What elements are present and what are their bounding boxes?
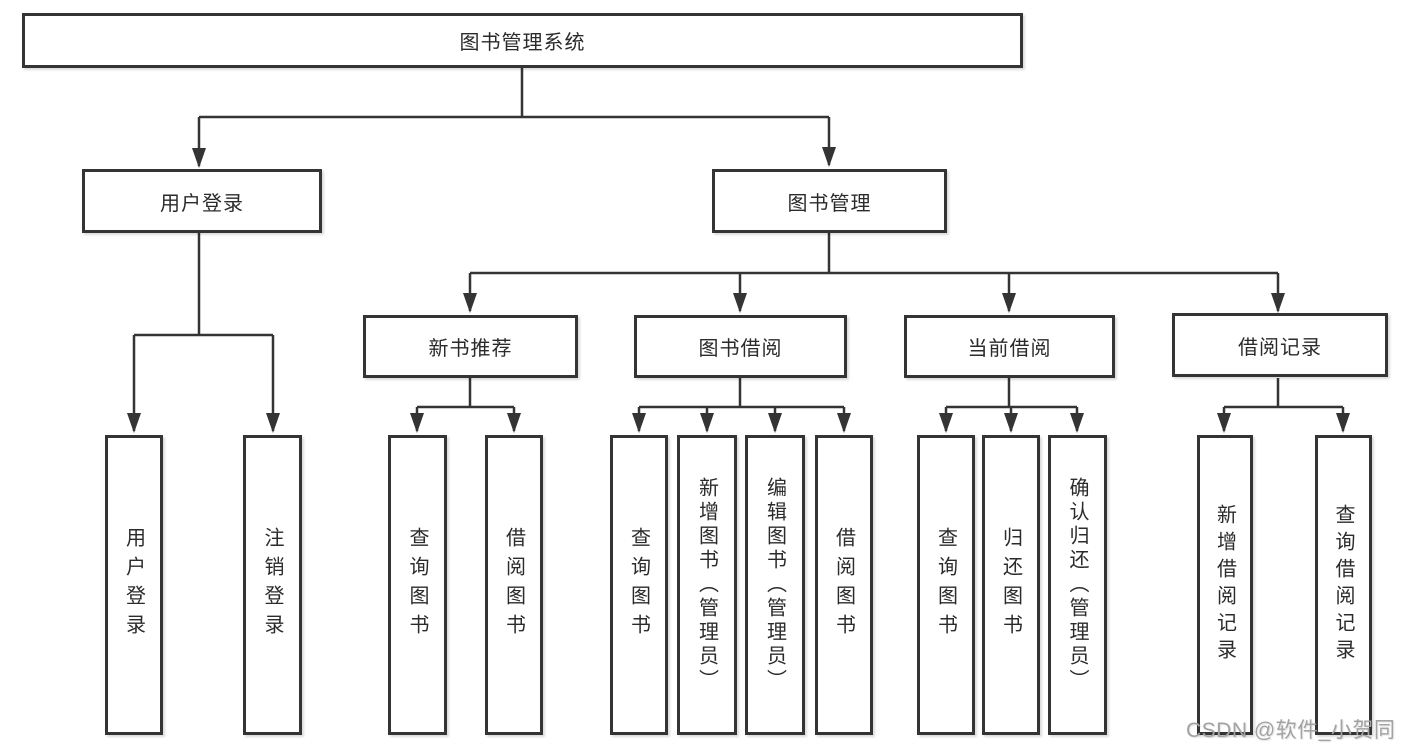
node-new-book-recommend: 新书推荐 — [363, 315, 578, 378]
leaf-edit-books-admin: 编辑图书（管理员） — [745, 435, 805, 735]
leaf-query-borrow-record: 查询借阅记录 — [1315, 435, 1372, 735]
leaf-add-borrow-record: 新增借阅记录 — [1197, 435, 1253, 735]
leaf-add-books-admin: 新增图书（管理员） — [677, 435, 737, 735]
node-borrow-records: 借阅记录 — [1172, 313, 1388, 377]
leaf-query-books-current: 查询图书 — [917, 435, 975, 735]
leaf-query-books-borrow: 查询图书 — [610, 435, 668, 735]
node-library-management-system: 图书管理系统 — [22, 13, 1023, 68]
leaf-confirm-return-admin: 确认归还（管理员） — [1048, 435, 1107, 735]
node-user-login: 用户登录 — [82, 169, 322, 233]
leaf-user-login: 用户登录 — [105, 435, 163, 735]
node-current-borrow: 当前借阅 — [904, 315, 1115, 378]
leaf-borrow-books-recommend: 借阅图书 — [485, 435, 543, 735]
leaf-logout: 注销登录 — [243, 435, 302, 735]
csdn-watermark: CSDN @软件_小贺同学 — [1186, 719, 1396, 742]
leaf-query-books-recommend: 查询图书 — [388, 435, 447, 735]
leaf-return-books: 归还图书 — [982, 435, 1040, 735]
leaf-borrow-books: 借阅图书 — [815, 435, 873, 735]
node-book-borrow: 图书借阅 — [634, 315, 847, 378]
node-book-management: 图书管理 — [712, 169, 947, 233]
